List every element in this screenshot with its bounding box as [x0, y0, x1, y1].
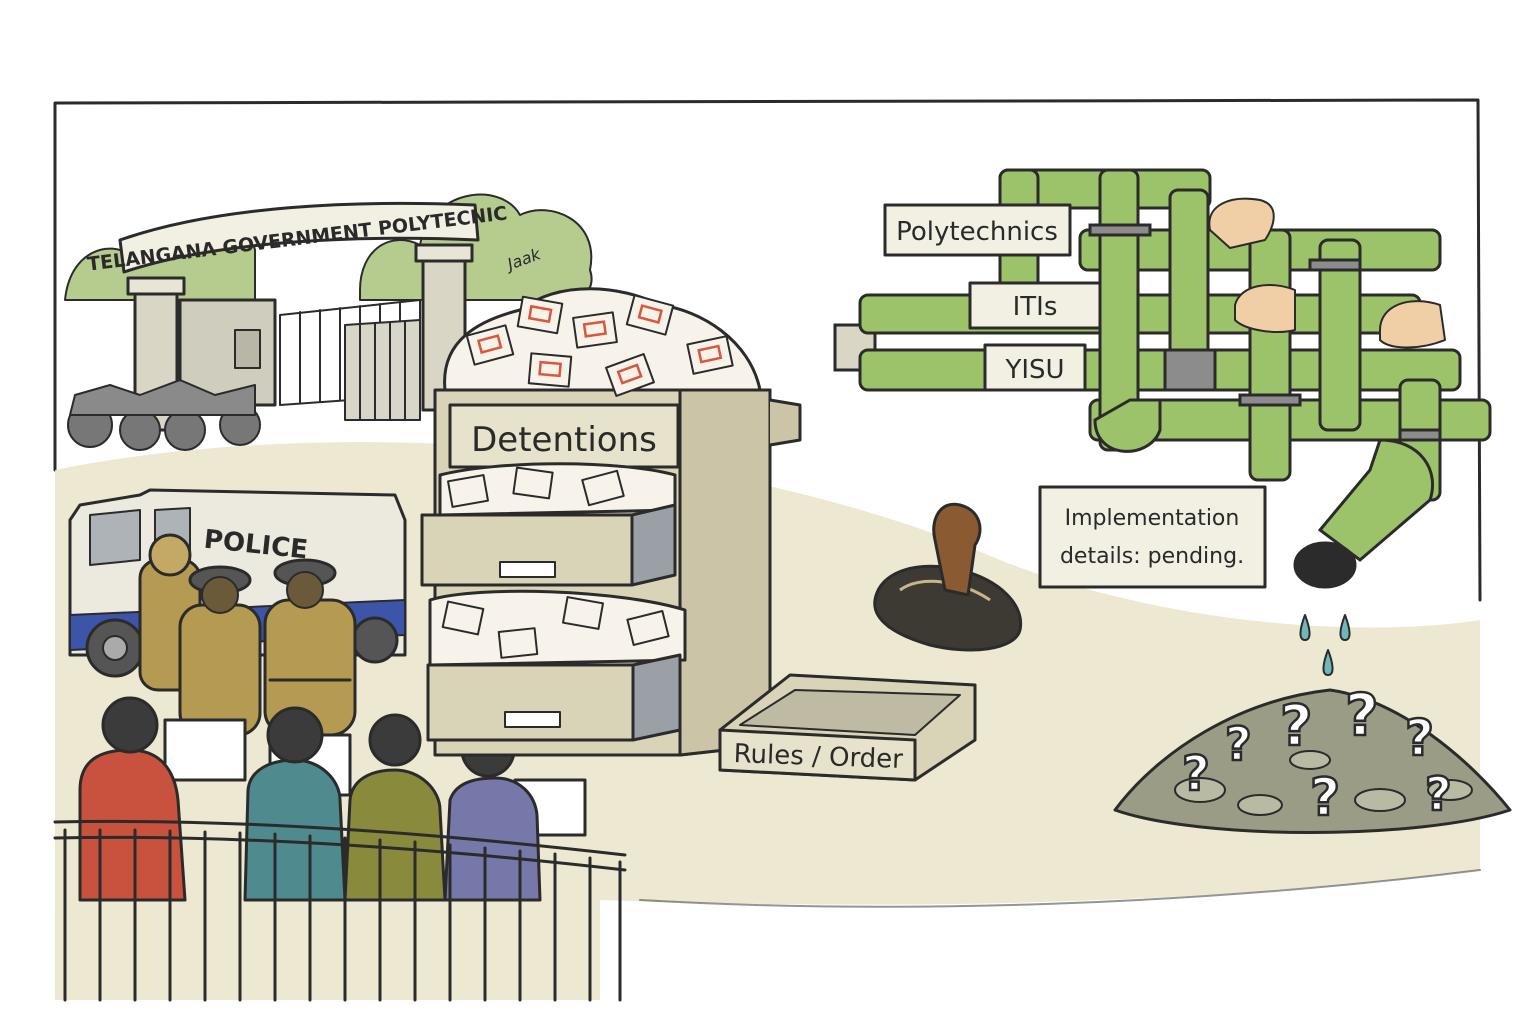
rules-order-tray: Rules / Order — [718, 673, 977, 782]
railing — [53, 819, 627, 1002]
question-mark: ? — [1225, 717, 1252, 771]
tray-label: Rules / Order — [733, 739, 904, 775]
paper-stamp-marks — [476, 304, 723, 385]
student — [343, 713, 587, 902]
question-mark: ? — [1345, 681, 1379, 749]
pipe-signs: Polytechnics ITIs YISU — [883, 203, 1102, 392]
question-mark: ? — [1405, 709, 1434, 767]
parked-motorbikes — [67, 379, 261, 451]
question-pile: ? ? ? ? ? ? ? — [1113, 680, 1512, 834]
implementation-note: Implementation details: pending. — [1038, 485, 1267, 589]
pipe-label-itis: ITIs — [1013, 292, 1058, 322]
officer — [178, 565, 262, 737]
question-mark: ? — [1182, 746, 1210, 802]
water-drops — [1299, 614, 1351, 676]
stamped-papers-top — [465, 294, 734, 397]
question-mark: ? — [1280, 694, 1312, 759]
police-officers — [138, 533, 357, 737]
officer — [263, 558, 357, 737]
note-line-2: details: pending. — [1060, 544, 1244, 569]
question-mark: ? — [1425, 767, 1452, 821]
filing-cabinet: Detentions — [420, 287, 802, 757]
students — [78, 696, 587, 902]
rubber-stamp — [873, 502, 1023, 652]
question-mark: ? — [1310, 768, 1340, 828]
cabinet-label: Detentions — [471, 420, 657, 460]
hands — [1208, 197, 1446, 349]
question-marks: ? ? ? ? ? ? ? — [1181, 680, 1453, 830]
note-line-1: Implementation — [1065, 506, 1240, 531]
pipe-label-polytechnics: Polytechnics — [896, 217, 1058, 247]
pipe-label-yisu: YISU — [1004, 355, 1064, 385]
stamped-papers-drawers — [441, 466, 670, 659]
student — [243, 706, 352, 902]
student — [78, 696, 247, 902]
